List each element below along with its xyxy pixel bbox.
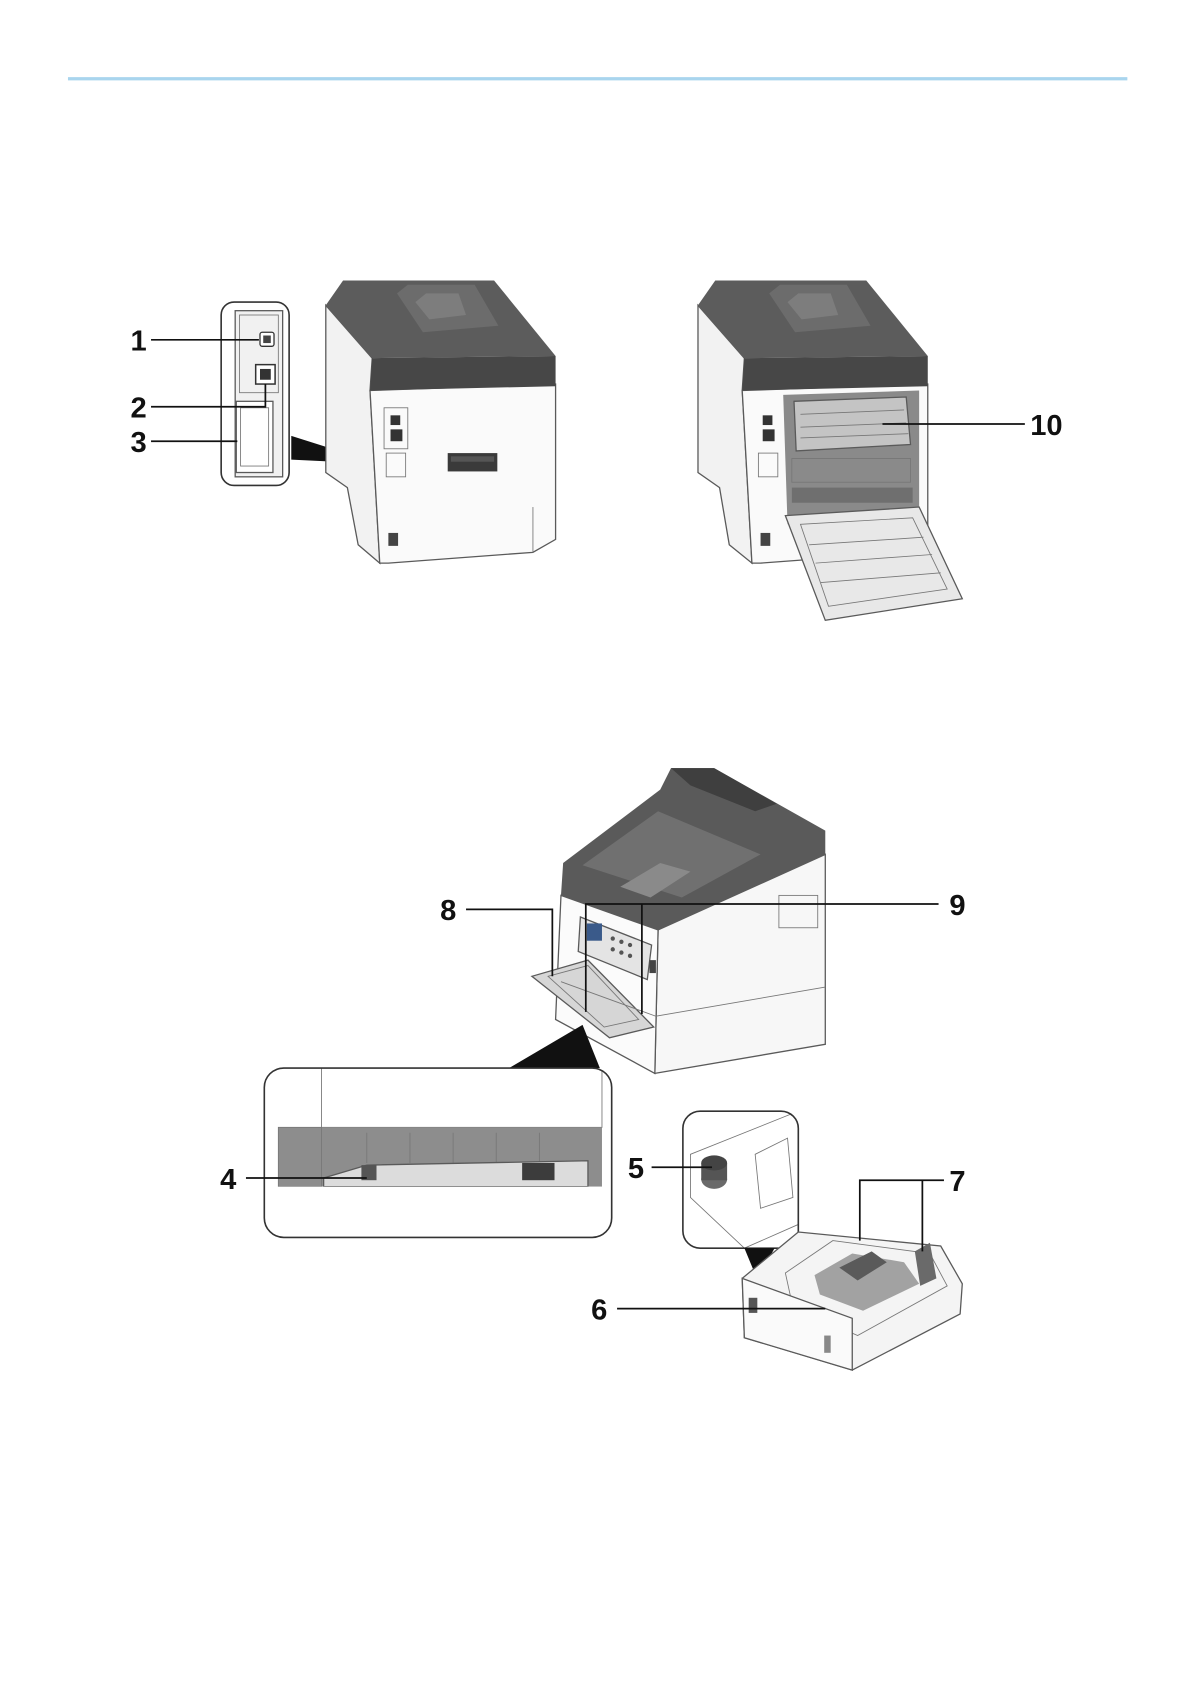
rear-port-lan xyxy=(391,429,403,441)
rear-top-edge xyxy=(370,356,556,391)
rear-top-edge xyxy=(742,356,928,391)
callout-10: 10 xyxy=(1030,410,1062,442)
printer-rear-view xyxy=(326,280,556,563)
control-panel-key xyxy=(619,940,623,944)
callout-9: 9 xyxy=(949,890,965,922)
rear-port-lan xyxy=(763,429,775,441)
callout-6: 6 xyxy=(591,1294,607,1326)
rear-handle xyxy=(448,453,498,471)
mp-inset-lower xyxy=(264,1187,611,1238)
size-dial-inset xyxy=(683,1111,798,1248)
size-dial-top xyxy=(701,1155,727,1170)
printer-rear-open-view xyxy=(698,280,962,620)
callout-7: 7 xyxy=(949,1166,965,1198)
callout-4: 4 xyxy=(220,1164,237,1196)
cassette-size-window xyxy=(749,1298,758,1313)
usb-front-port xyxy=(649,960,655,973)
leader-7 xyxy=(860,1180,944,1240)
mp-guide-slider xyxy=(522,1163,554,1180)
mp-tray-inset xyxy=(264,1068,611,1237)
leader-8 xyxy=(466,909,552,976)
cassette-handle xyxy=(824,1336,830,1353)
lan-port-socket xyxy=(260,369,271,380)
callout-8: 8 xyxy=(440,895,456,927)
power-switch-icon xyxy=(388,533,398,546)
callout-5: 5 xyxy=(628,1153,644,1185)
knob-inset-background xyxy=(683,1111,798,1248)
printer-front-view xyxy=(532,768,825,1073)
callout-1: 1 xyxy=(131,326,147,358)
callout-3: 3 xyxy=(131,427,147,459)
power-switch-icon xyxy=(761,533,771,546)
paper-cassette xyxy=(742,1232,962,1370)
callout-2: 2 xyxy=(131,392,147,424)
control-panel-key xyxy=(619,950,623,954)
control-panel-key xyxy=(611,936,615,940)
rear-handle-inner xyxy=(451,456,494,461)
control-panel-key xyxy=(611,947,615,951)
usb-port-socket xyxy=(263,336,271,344)
ports-inset xyxy=(221,302,289,485)
rear-port-usb xyxy=(391,415,401,425)
control-panel-key xyxy=(628,943,632,947)
control-panel-key xyxy=(628,954,632,958)
rear-port-usb xyxy=(763,415,773,425)
duplex-roller xyxy=(792,488,913,503)
control-panel-display xyxy=(587,923,602,940)
option-slot xyxy=(236,401,273,472)
